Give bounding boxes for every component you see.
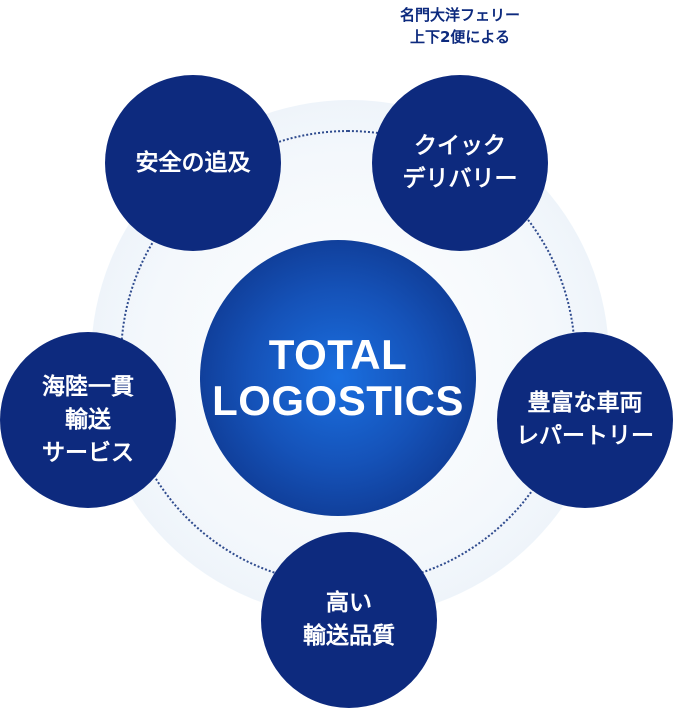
node-vehicle-repertoire: 豊富な車両 レパートリー — [497, 332, 673, 508]
node-safety: 安全の追及 — [105, 75, 281, 251]
node-transport-quality: 高い 輸送品質 — [261, 532, 437, 708]
ferry-caption: 名門大洋フェリー 上下2便による — [399, 6, 520, 46]
center-circle: TOTAL LOGOSTICS — [200, 240, 476, 516]
node-safety-label: 安全の追及 — [135, 149, 251, 176]
node-sea-land-service-label: 海陸一貫 輸送 サービス — [42, 373, 134, 466]
node-transport-quality-label: 高い 輸送品質 — [303, 590, 395, 649]
node-quick-delivery-label: クイック デリバリー — [402, 133, 518, 192]
node-sea-land-service: 海陸一貫 輸送 サービス — [0, 332, 176, 508]
node-quick-delivery: クイック デリバリー — [372, 75, 548, 251]
center-label: TOTAL LOGOSTICS — [212, 331, 464, 424]
node-vehicle-repertoire-label: 豊富な車両 レパートリー — [516, 390, 654, 449]
